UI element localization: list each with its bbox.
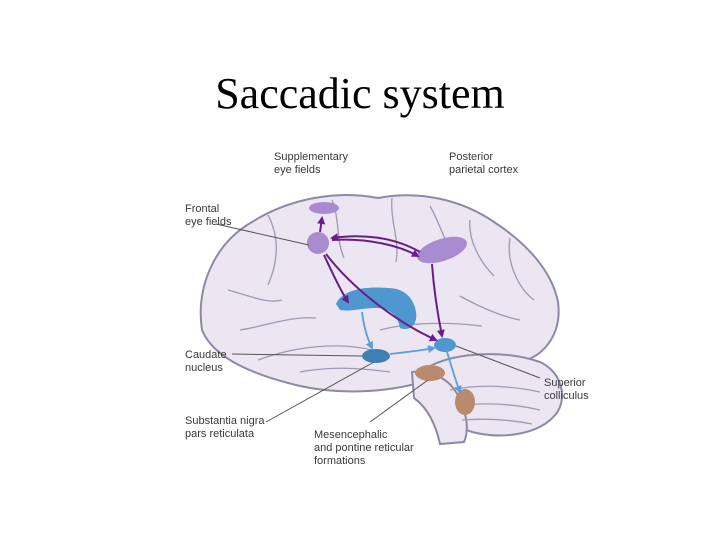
label-substantia-nigra: Substantia nigra pars reticulata [185, 415, 268, 440]
label-posterior-parietal-cortex: Posterior parietal cortex [449, 151, 519, 176]
leader-lines [215, 223, 541, 423]
label-caudate-nucleus: Caudate nucleus [185, 349, 230, 374]
caudate-nucleus-region [336, 287, 417, 330]
label-frontal-eye-fields: Frontal eye fields [185, 203, 232, 228]
mesencephalic-reticular-region [415, 365, 445, 381]
posterior-parietal-cortex-region [417, 236, 467, 264]
label-supplementary-eye-fields: Supplementary eye fields [274, 151, 351, 176]
label-reticular-formations: Mesencephalic and pontine reticular form… [314, 429, 417, 467]
pontine-reticular-region [455, 389, 475, 415]
label-superior-colliculus: Superior colliculus [544, 377, 589, 402]
supplementary-eye-fields-region [309, 202, 339, 214]
substantia-nigra-region [362, 349, 390, 363]
slide-title: Saccadic system [215, 69, 505, 118]
frontal-eye-fields-region [307, 232, 329, 254]
cortical-projection-arrows [317, 216, 445, 342]
subcortical-projection-arrows [361, 311, 462, 394]
superior-colliculus-region [434, 338, 456, 352]
